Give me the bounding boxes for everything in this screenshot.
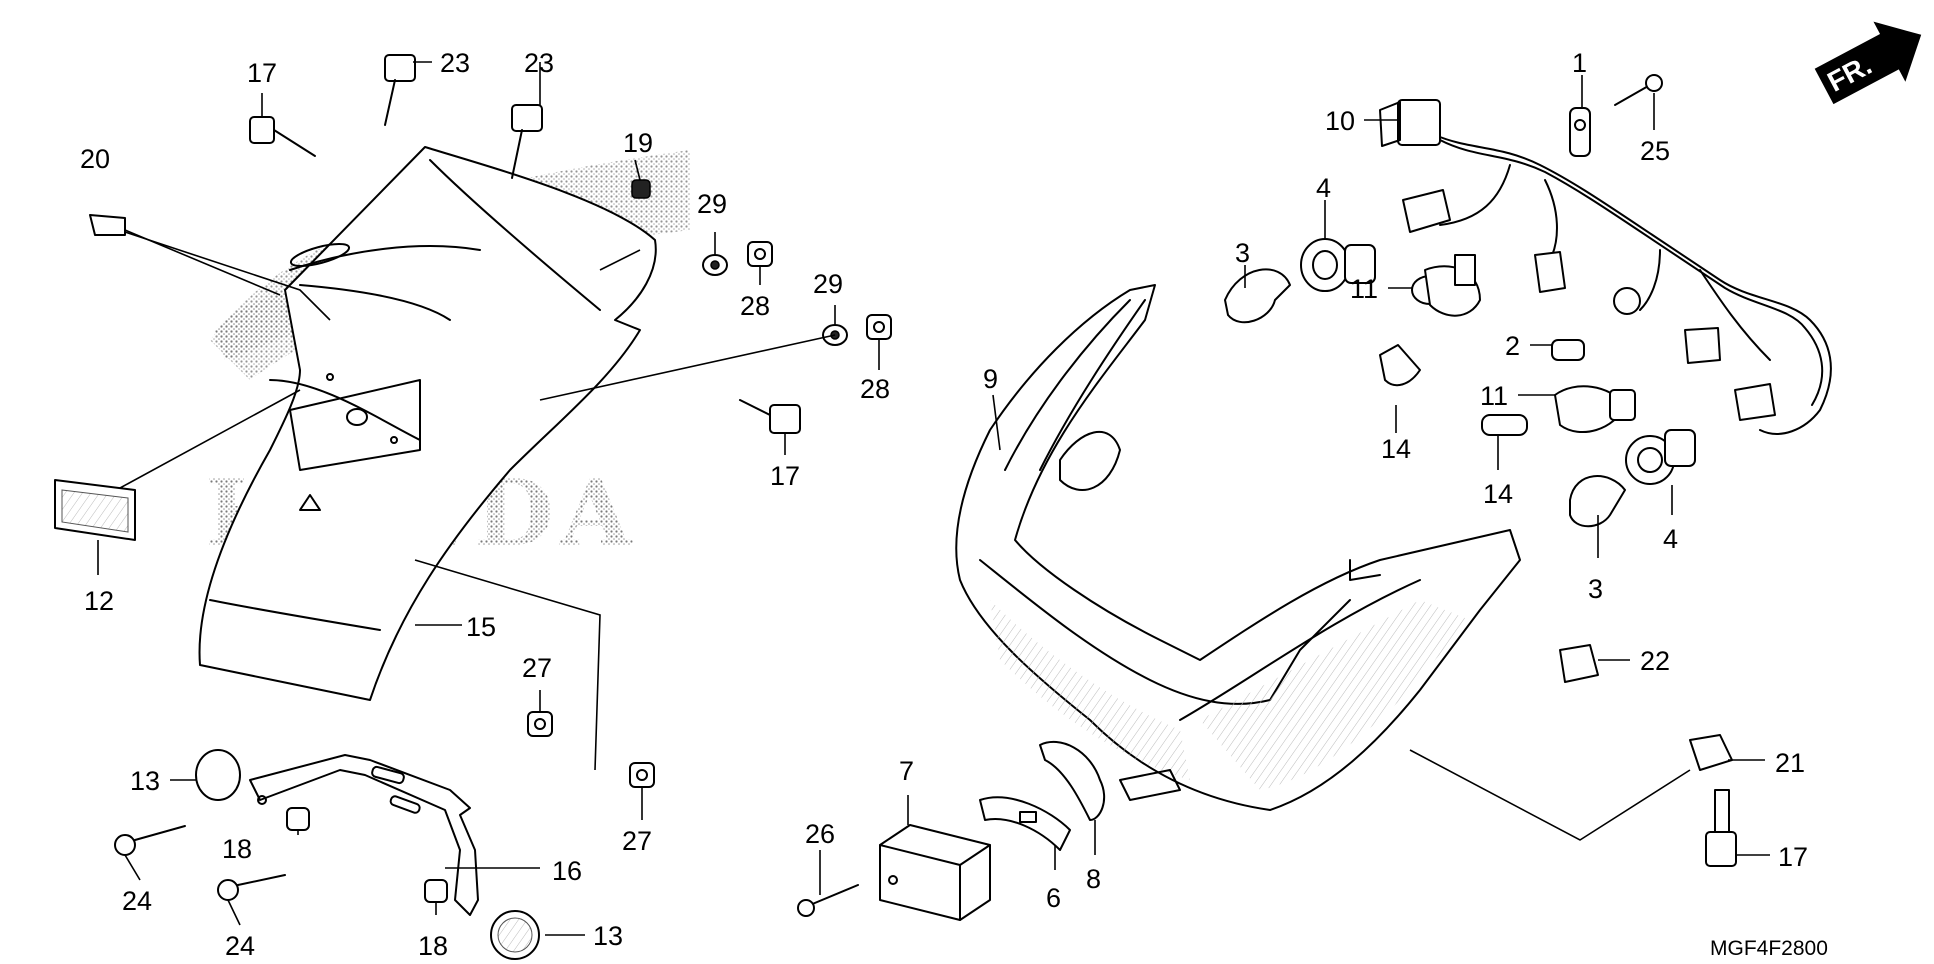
tail-light-housing-part [955,284,1521,811]
callout-6: 6 [1046,883,1061,913]
socket-part-11a [1411,254,1481,317]
callout-10: 10 [1325,106,1355,136]
callout-24-right: 24 [225,931,255,961]
callout-28-upper: 28 [740,291,770,321]
callout-19: 19 [623,128,653,158]
rear-fender-part [198,146,657,701]
callout-17-middle: 17 [770,461,800,491]
reflector-part-13b [490,910,540,960]
wire-harness-part [1379,99,1832,435]
callout-13-left: 13 [130,766,160,796]
callout-25: 25 [1640,136,1670,166]
callout-22: 22 [1640,646,1670,676]
callout-27-lower: 27 [622,826,652,856]
bolt-part-17b [739,399,801,434]
callout-2: 2 [1505,331,1520,361]
clip-part-21 [1689,734,1733,771]
bulb-part-14b [1481,414,1528,436]
bulb-part-3a [1224,268,1291,324]
nut-part-18b [424,879,448,903]
socket-part-4a [1300,238,1376,292]
bolt-part-17a [249,116,316,157]
callout-4-upper: 4 [1316,173,1331,203]
callout-11-lower: 11 [1480,381,1508,411]
callout-4-lower: 4 [1663,524,1678,554]
diagram-code: MGF4F2800 [1710,937,1828,960]
callout-8: 8 [1086,864,1101,894]
bulb-part-14a [1379,344,1421,387]
callout-14-upper: 14 [1381,434,1411,464]
callout-9: 9 [983,364,998,394]
callout-23-left: 23 [440,48,470,78]
bolt-part-17c [1705,789,1737,867]
reflector-part-12 [54,479,136,541]
callout-20: 20 [80,144,110,174]
clip-part-20 [89,214,126,236]
callout-1: 1 [1572,48,1587,78]
callout-18-right: 18 [418,931,448,961]
callout-29-upper: 29 [697,189,727,219]
callout-3-lower: 3 [1588,574,1603,604]
callout-15: 15 [466,612,496,642]
callout-18-left: 18 [222,834,252,864]
callout-14-lower: 14 [1483,479,1513,509]
callout-21: 21 [1775,748,1805,778]
callout-23-right: 23 [524,48,554,78]
callout-13-right: 13 [593,921,623,951]
clamp-part-1 [1569,107,1591,157]
callout-3-upper: 3 [1235,238,1250,268]
license-bracket-part [249,754,479,916]
nut-part-27a [527,711,553,737]
screw-part-26 [797,884,859,917]
callout-27-upper: 27 [522,653,552,683]
callout-17-right: 17 [1778,842,1808,872]
bolt-part-24a [114,825,186,856]
bolt-part-23b [511,104,543,179]
screw-part-25 [1614,74,1663,106]
leader-lines [97,61,1770,936]
callout-17-top: 17 [247,58,277,88]
bulb-part-2 [1551,339,1585,361]
callout-26: 26 [805,819,835,849]
nut-part-18a [286,807,310,831]
reflector-part-13a [195,749,241,801]
callout-7: 7 [899,756,914,786]
bolt-part-23a [384,54,416,126]
callout-11-upper: 11 [1350,274,1378,304]
callout-12: 12 [84,586,114,616]
nut-part-27b [629,762,655,788]
cover-part [879,824,991,921]
callout-labels: 1 2 3 3 4 4 6 7 8 9 10 11 11 12 13 13 14… [80,48,1808,961]
bulb-part-3b [1569,475,1626,528]
nut-part-28b [866,314,892,340]
nut-part-19 [631,179,651,199]
callout-16: 16 [552,856,582,886]
front-direction-arrow: FR. [1814,21,1922,105]
nut-part-28a [747,241,773,267]
callout-24-left: 24 [122,886,152,916]
callout-29-lower: 29 [813,269,843,299]
clip-part-22 [1559,644,1599,683]
bolt-part-24b [217,874,286,901]
washer-part-29a [702,254,728,276]
socket-part-4b [1625,429,1696,485]
seal-part-6 [979,796,1071,851]
socket-part-11b [1554,385,1636,434]
callout-28-lower: 28 [860,374,890,404]
gasket-part-8 [1039,740,1106,821]
